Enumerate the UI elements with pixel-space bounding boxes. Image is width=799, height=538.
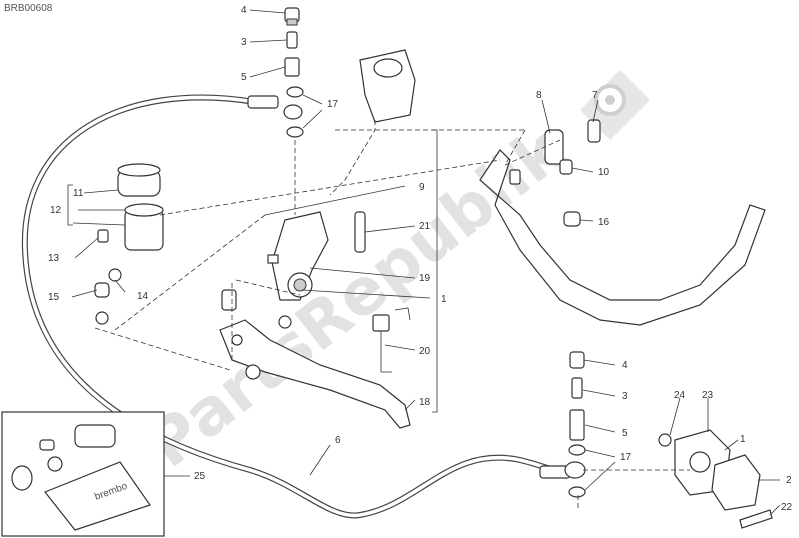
callout-18: 18: [419, 397, 431, 408]
callout-5: 5: [241, 72, 247, 83]
reservoir: [94, 163, 164, 325]
callout-22: 22: [781, 502, 793, 513]
callout-5b: 5: [622, 428, 628, 439]
callout-3: 3: [241, 37, 247, 48]
callout-20: 20: [419, 346, 431, 357]
callout-23: 23: [702, 390, 714, 401]
callout-8: 8: [536, 90, 542, 101]
callout-2: 2: [786, 475, 792, 486]
callout-13: 13: [48, 253, 60, 264]
callout-4b: 4: [622, 360, 628, 371]
banjo-bolt-top: [283, 7, 304, 138]
callout-25: 25: [194, 471, 206, 482]
lever-guard: [479, 119, 766, 326]
clutch-hose: [21, 94, 571, 519]
callout-14: 14: [137, 291, 149, 302]
clamp-bracket: [359, 49, 416, 123]
callout-7: 7: [592, 90, 598, 101]
callout-1b: 1: [740, 434, 746, 445]
callout-19: 19: [419, 273, 431, 284]
callout-1: 1: [441, 294, 447, 305]
diagram-code: BRB00608: [4, 3, 53, 14]
callout-21: 21: [419, 221, 431, 232]
callout-11: 11: [73, 188, 84, 199]
banjo-bolt-bottom: [564, 351, 586, 498]
callout-brackets: [67, 129, 438, 413]
callout-6: 6: [335, 435, 341, 446]
callout-9: 9: [419, 182, 425, 193]
master-cylinder: [221, 211, 366, 329]
slave-cylinder: [658, 429, 773, 529]
callout-24: 24: [674, 390, 686, 401]
callout-labels: 4 3 5 17 11 12 13 15 14 9 21 19 1 20 18 …: [48, 5, 793, 513]
callout-10: 10: [598, 167, 610, 178]
callout-4: 4: [241, 5, 247, 16]
leader-lines: [71, 9, 781, 516]
dashed-guides: [94, 120, 690, 510]
callout-3b: 3: [622, 391, 628, 402]
callout-16: 16: [598, 217, 610, 228]
lever-switch: [372, 307, 411, 373]
clutch-lever: [219, 319, 411, 429]
service-kit-box: brembo: [1, 411, 165, 537]
watermark-text: PartsRepublik: [134, 113, 579, 483]
callout-17b: 17: [620, 452, 632, 463]
callout-15: 15: [48, 292, 60, 303]
callout-17: 17: [327, 99, 339, 110]
callout-12: 12: [50, 205, 62, 216]
